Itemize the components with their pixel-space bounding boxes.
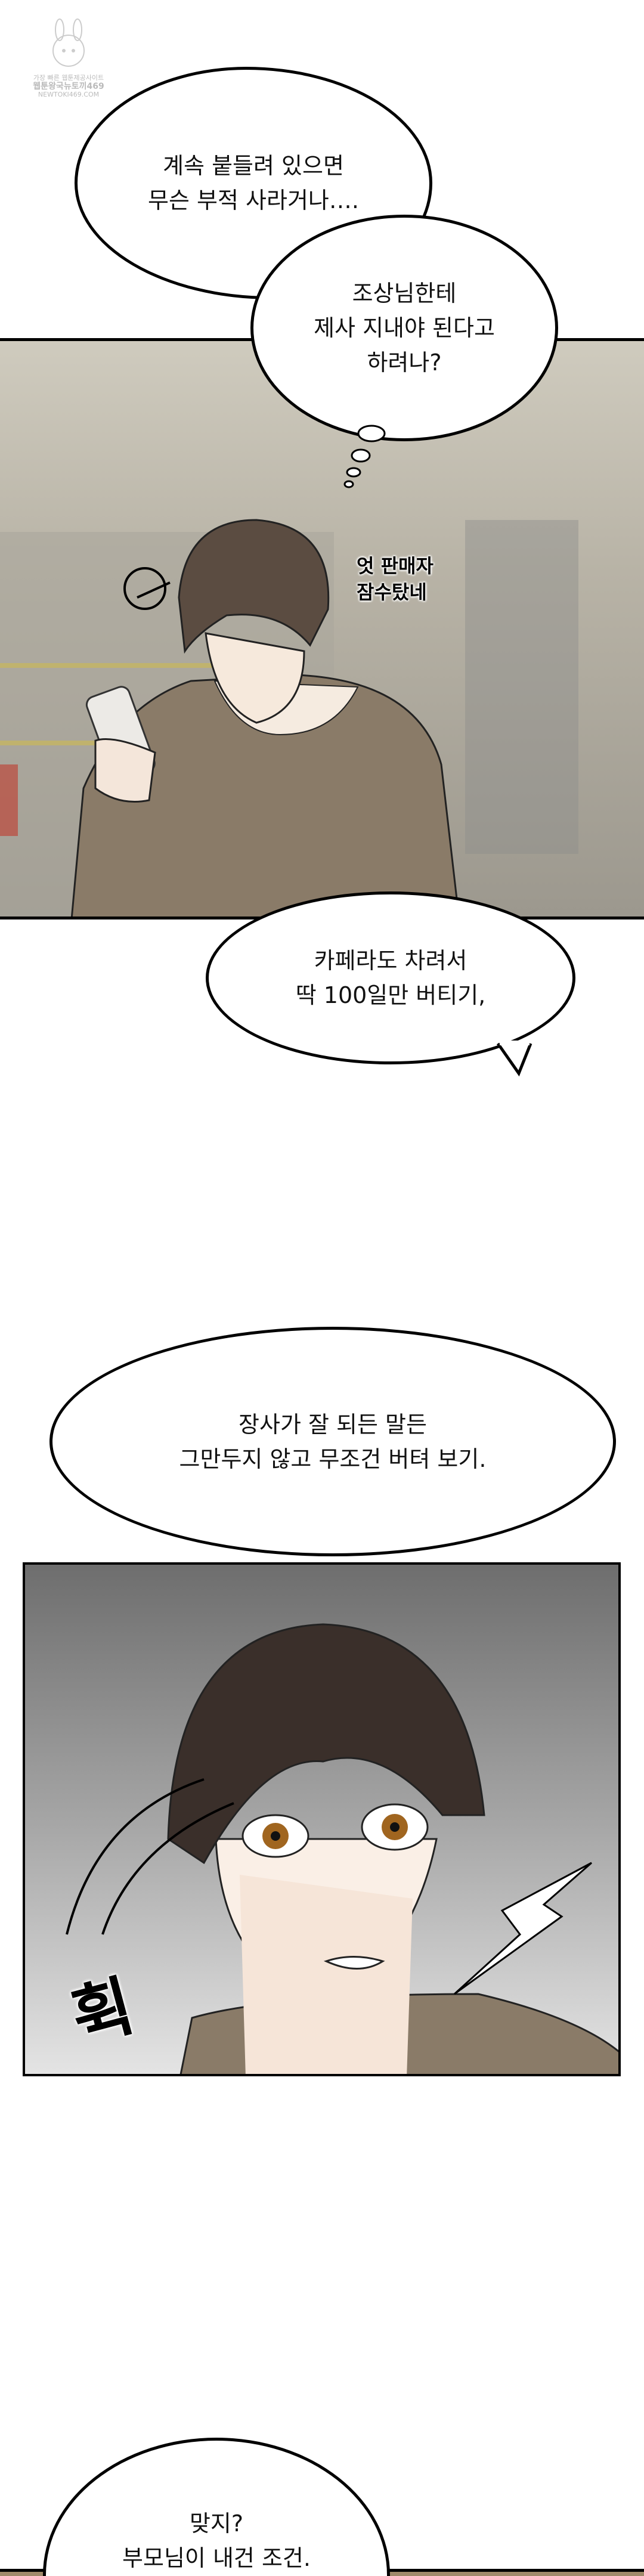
site-watermark: 가장 빠른 웹툰제공사이트 웹툰왕국뉴토끼469 NEWTOKI469.COM [30,18,107,99]
mascot-watermark-icon [52,18,85,67]
bubble-line: 맞지? [189,2510,244,2537]
bubble-line: 딱 100일만 버티기, [295,982,486,1008]
speech-bubble-business: 장사가 잘 되든 말든 그만두지 않고 무조건 버텨 보기. [49,1327,616,1556]
bubble-line: 조상님한테 [352,280,457,306]
inner-thought-text: 엇 판매자 잠수탔네 [357,553,434,605]
watermark-line: 가장 빠른 웹툰제공사이트 [33,74,104,82]
bubble-line: 카페라도 차려서 [314,948,467,974]
boy-with-phone-illustration [0,519,578,917]
bubble-line: 무슨 부적 사라거나…. [148,187,359,213]
side-text-line: 잠수탔네 [357,581,427,603]
speech-bubble-cafe: 카페라도 차려서 딱 100일만 버티기, [206,891,575,1064]
bubble-line: 제사 지내야 된다고 [314,315,495,341]
bubble-tail-icon [496,1041,532,1077]
side-text-line: 엇 판매자 [357,555,434,577]
panel-surprised-face: 휙 [23,1562,621,2076]
bubble-line: 하려나? [367,349,442,376]
bubble-line: 계속 붙들려 있으면 [163,153,344,179]
watermark-line: NEWTOKI469.COM [38,91,100,98]
thought-bubble-bottom: 조상님한테 제사 지내야 된다고 하려나? [250,215,558,441]
panel-phone-scene: 엇 판매자 잠수탔네 [0,338,644,919]
surprise-mark-icon [123,567,171,610]
bubble-line: 그만두지 않고 무조건 버텨 보기. [179,1445,487,1472]
surprised-boy-illustration [66,1623,618,2074]
bubble-line: 부모님이 내건 조건. [122,2545,311,2571]
speech-bubble-condition: 맞지? 부모님이 내건 조건. [43,2438,390,2576]
shock-mark-icon [453,1862,592,1995]
thought-dots-icon [343,425,386,488]
watermark-line: 웹툰왕국뉴토끼469 [33,82,104,91]
bubble-line: 장사가 잘 되든 말든 [239,1411,427,1438]
